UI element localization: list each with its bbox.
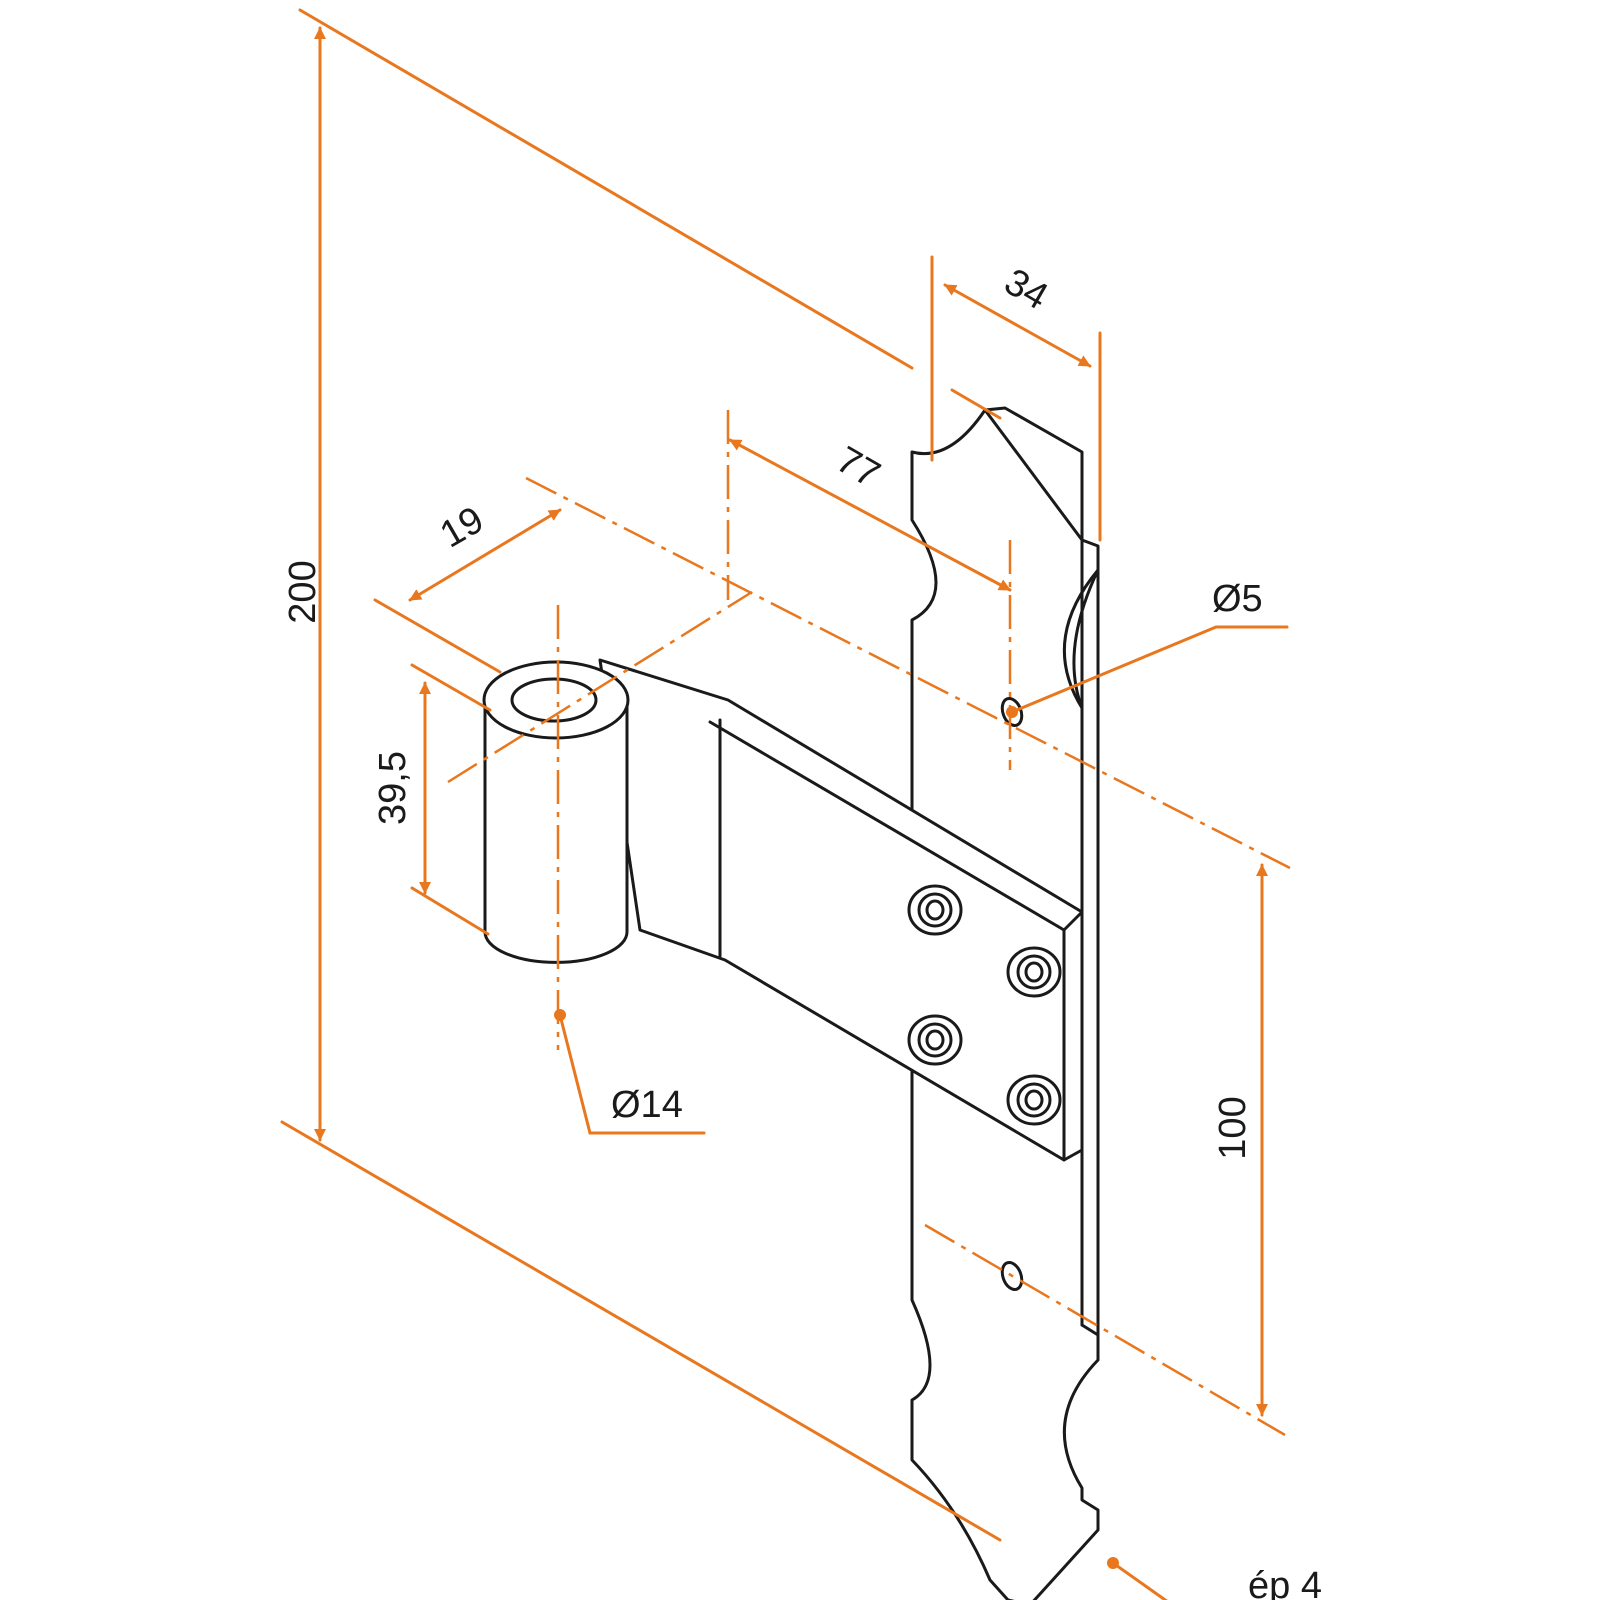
dim-label-thickness: ép 4 xyxy=(1248,1565,1322,1600)
plate-hole-bottom xyxy=(1000,1260,1024,1292)
dim-label-hole-spacing: 100 xyxy=(1212,1096,1254,1159)
center-lines xyxy=(447,410,1291,1437)
dim-label-total-height: 200 xyxy=(282,560,324,623)
knuckle-cylinder xyxy=(483,698,629,964)
dimension-lines xyxy=(280,8,1289,1600)
dim-label-arm-length: 77 xyxy=(829,439,887,497)
knuckle-bore xyxy=(510,677,598,723)
dim-label-knuckle-offset: 19 xyxy=(433,499,491,557)
dim-label-pin-diameter: Ø14 xyxy=(611,1084,683,1126)
dim-label-plate-width: 34 xyxy=(997,261,1055,319)
strap-end-face xyxy=(708,718,1084,1162)
strap-screw-holes xyxy=(907,884,1062,1126)
dim-label-hole-diameter: Ø5 xyxy=(1212,578,1263,620)
hinge-part xyxy=(482,406,1100,1600)
dim-label-knuckle-height: 39,5 xyxy=(372,751,414,825)
